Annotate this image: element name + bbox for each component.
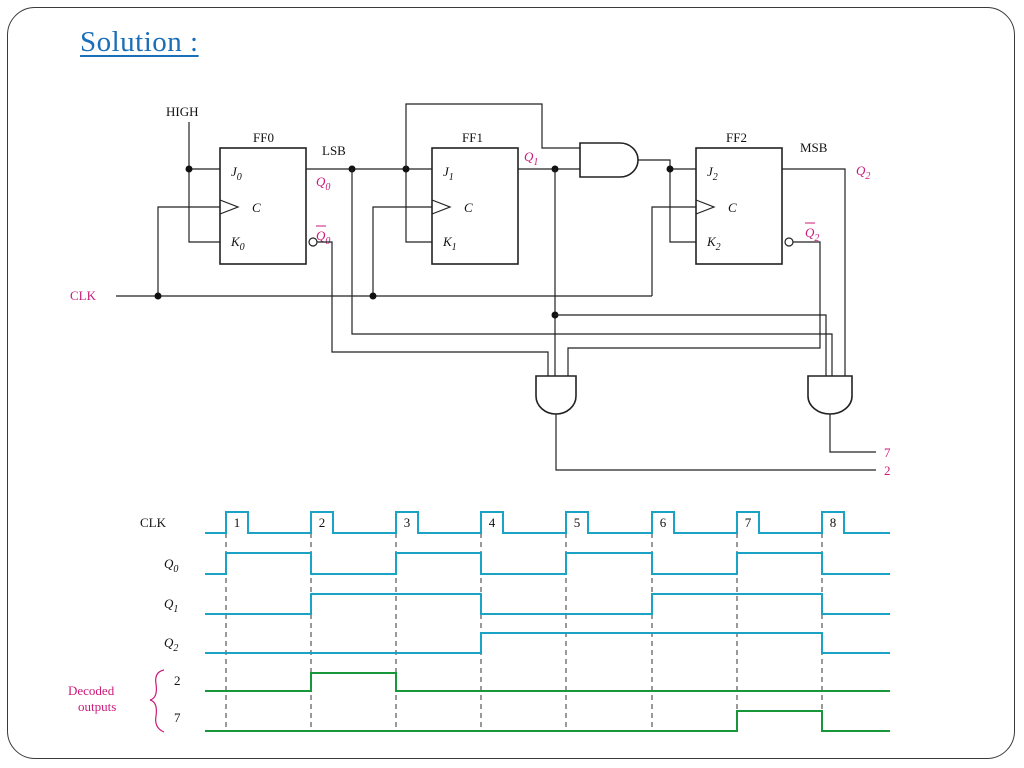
- clock-number-box: [823, 514, 843, 531]
- q0-to-k1-wire: [405, 169, 432, 243]
- slide-title: Solution :: [80, 26, 199, 58]
- high-wire: [188, 122, 220, 243]
- clock-number-box: [482, 514, 502, 531]
- ff0-c-label: C: [252, 200, 261, 215]
- ff0-name: FF0: [253, 130, 274, 145]
- clk-to-ff0: [157, 206, 220, 296]
- q0bar-output-label: Q0: [316, 228, 330, 247]
- ff1-k-label: K1: [442, 234, 457, 253]
- clk-junction-1: [369, 292, 377, 300]
- clock-number-label: 1: [234, 515, 241, 530]
- q0-to-and-top-wire: [405, 103, 580, 169]
- high-label: HIGH: [166, 104, 199, 119]
- clock-number-box: [397, 514, 417, 531]
- ff1-j-label: J1: [443, 164, 454, 183]
- timing-q1-label: Q1: [164, 596, 178, 615]
- q0bar-wire: [317, 241, 549, 376]
- clk-input-label: CLK: [70, 288, 97, 303]
- and-top-to-j2-wire: [638, 159, 696, 170]
- out2-label: 2: [884, 463, 891, 478]
- and-gate-decode-7: [807, 375, 853, 415]
- msb-label: MSB: [800, 140, 828, 155]
- clock-number-label: 5: [574, 515, 581, 530]
- and-gate-decode-2: [535, 375, 577, 415]
- ff2-c-label: C: [728, 200, 737, 215]
- ff0-k-label: K0: [230, 234, 245, 253]
- timing-q2-label: Q2: [164, 635, 178, 654]
- clk-junction-0: [154, 292, 162, 300]
- ff0-j-label: J0: [231, 164, 242, 183]
- waveforms: 1 2 3 4 5 6 7 8: [205, 511, 890, 732]
- clock-number-label: 8: [830, 515, 837, 530]
- counter-circuit: FF0 FF1 FF2 J0 C K0 J1 C K1 J2 C K2 HIGH…: [70, 103, 891, 478]
- ff1-c-label: C: [464, 200, 473, 215]
- ff0-qbar-bubble: [308, 237, 318, 247]
- q0-waveform: [205, 552, 890, 575]
- clock-number-label: 2: [319, 515, 326, 530]
- q0-down-wire: [351, 169, 833, 376]
- ff2-k-label: K2: [706, 234, 721, 253]
- ff1-name: FF1: [462, 130, 483, 145]
- clock-number-box: [738, 514, 758, 531]
- ff2-clock-triangle: [695, 199, 716, 215]
- q2-wire: [782, 168, 846, 396]
- out2-wire: [555, 414, 876, 471]
- clock-number-box: [312, 514, 332, 531]
- out2-waveform: [205, 672, 890, 692]
- clock-number-label: 7: [745, 515, 752, 530]
- high-junction: [185, 165, 193, 173]
- timing-out2-label: 2: [174, 673, 181, 688]
- decoded-label-line1: Decoded: [68, 683, 115, 698]
- q2-waveform: [205, 632, 890, 654]
- decoded-label-line2: outputs: [78, 699, 116, 714]
- clock-number-label: 3: [404, 515, 411, 530]
- q1-to-and7-wire: [555, 314, 827, 376]
- clk-waveform: [205, 511, 890, 534]
- q1-output-label: Q1: [524, 149, 538, 168]
- j2k2-junction: [666, 165, 674, 173]
- out7-waveform: [205, 710, 890, 732]
- q2-output-label: Q2: [856, 163, 870, 182]
- q2bar-output-label: Q2: [805, 225, 819, 244]
- clk-to-ff1: [372, 206, 432, 296]
- q0-output-label: Q0: [316, 174, 330, 193]
- out7-wire: [829, 414, 876, 453]
- clock-number-label: 4: [489, 515, 496, 530]
- ff2-qbar-bubble: [784, 237, 794, 247]
- timing-q0-label: Q0: [164, 556, 178, 575]
- clock-number-box: [227, 514, 247, 531]
- ff2-name: FF2: [726, 130, 747, 145]
- clock-number-box: [567, 514, 587, 531]
- clk-to-ff2: [651, 206, 696, 296]
- clock-number-box: [653, 514, 673, 531]
- ff2-j-label: J2: [707, 164, 718, 183]
- out7-label: 7: [884, 445, 891, 460]
- ff0-clock-triangle: [219, 199, 240, 215]
- q1-waveform: [205, 593, 890, 615]
- clock-number-label: 6: [660, 515, 667, 530]
- lsb-label: LSB: [322, 143, 346, 158]
- q2bar-wire: [567, 241, 821, 376]
- slide-frame: [7, 7, 1015, 759]
- timing-out7-label: 7: [174, 710, 181, 725]
- ff1-clock-triangle: [431, 199, 452, 215]
- decoded-brace: [149, 669, 165, 733]
- timing-clk-label: CLK: [140, 515, 167, 530]
- and-gate-top: [579, 142, 639, 178]
- and-top-to-k2-wire: [669, 169, 696, 243]
